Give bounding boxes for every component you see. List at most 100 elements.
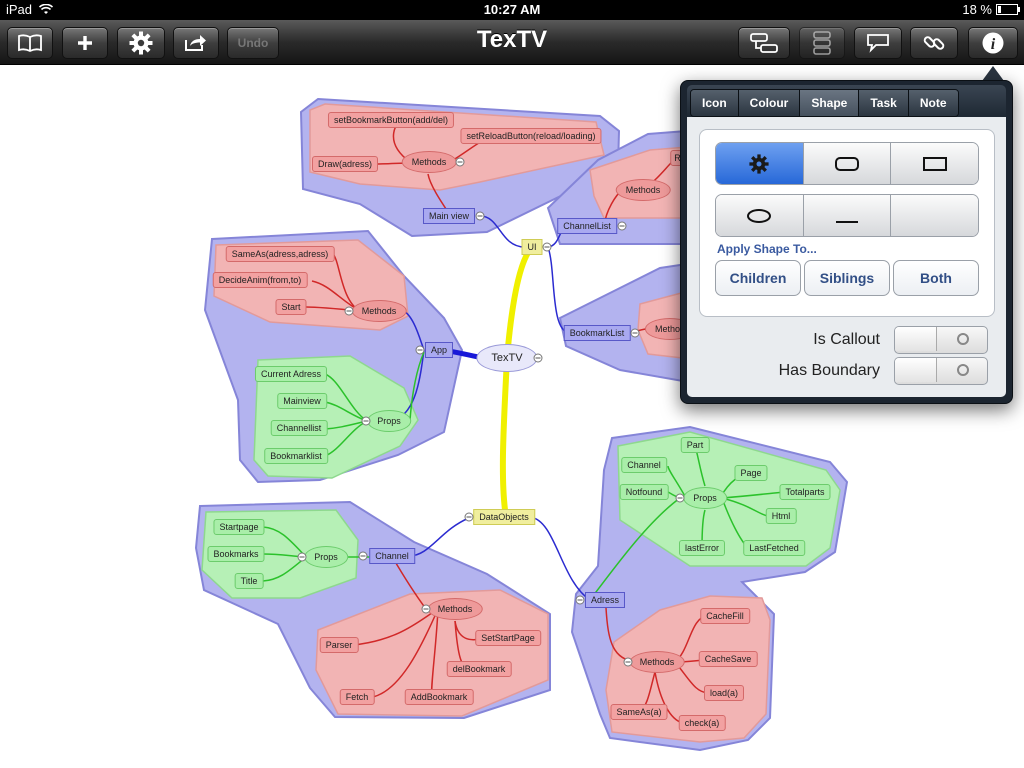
node-channel-props[interactable]: Props bbox=[304, 546, 348, 568]
share-icon bbox=[185, 35, 206, 51]
node-start[interactable]: Start bbox=[275, 299, 307, 315]
node-mainview[interactable]: Main view bbox=[422, 208, 476, 224]
node-sameas1[interactable]: SameAs(adress,adress) bbox=[225, 246, 335, 262]
collapse-toggle[interactable] bbox=[623, 657, 633, 667]
collapse-toggle[interactable] bbox=[297, 552, 307, 562]
popover-body: Apply Shape To... Children Siblings Both… bbox=[687, 117, 1006, 397]
apply-siblings-button[interactable]: Siblings bbox=[804, 260, 890, 296]
node-channellist[interactable]: ChannelList bbox=[557, 218, 617, 234]
node-mainview-methods[interactable]: Methods bbox=[401, 151, 457, 173]
collapse-toggle[interactable] bbox=[475, 211, 485, 221]
undo-button[interactable]: Undo bbox=[227, 27, 279, 59]
node-channel[interactable]: Channel bbox=[369, 548, 415, 564]
node-parser[interactable]: Parser bbox=[319, 637, 359, 653]
node-adress-props[interactable]: Props bbox=[683, 487, 727, 509]
share-button[interactable] bbox=[173, 27, 219, 59]
node-bookmarklist[interactable]: BookmarkList bbox=[563, 325, 631, 341]
collapse-toggle[interactable] bbox=[617, 221, 627, 231]
is-callout-row: Is Callout bbox=[687, 326, 988, 354]
node-check[interactable]: check(a) bbox=[678, 715, 726, 731]
node-channellist-prop[interactable]: Channellist bbox=[270, 420, 328, 436]
apply-children-button[interactable]: Children bbox=[715, 260, 801, 296]
node-load[interactable]: load(a) bbox=[703, 685, 745, 701]
has-boundary-row: Has Boundary bbox=[687, 357, 988, 385]
shape-gear-option[interactable] bbox=[716, 143, 804, 184]
tab-icon[interactable]: Icon bbox=[691, 90, 739, 116]
node-adress-methods[interactable]: Methods bbox=[629, 651, 685, 673]
node-lastfetched[interactable]: LastFetched bbox=[743, 540, 805, 556]
has-boundary-label: Has Boundary bbox=[778, 362, 880, 379]
node-fetch[interactable]: Fetch bbox=[339, 689, 375, 705]
collapse-toggle[interactable] bbox=[344, 306, 354, 316]
link-nodes-button[interactable] bbox=[738, 27, 790, 59]
callout-button[interactable] bbox=[854, 27, 902, 59]
node-channellist-methods[interactable]: Methods bbox=[615, 179, 671, 201]
is-callout-toggle[interactable] bbox=[894, 326, 988, 354]
node-setreload[interactable]: setReloadButton(reload/loading) bbox=[460, 128, 602, 144]
node-totalparts[interactable]: Totalparts bbox=[779, 484, 831, 500]
node-mainview-prop[interactable]: Mainview bbox=[277, 393, 327, 409]
popover-arrow bbox=[982, 66, 1004, 81]
node-channel-methods[interactable]: Methods bbox=[427, 598, 483, 620]
library-button[interactable] bbox=[7, 27, 53, 59]
collapse-toggle[interactable] bbox=[421, 604, 431, 614]
node-adress[interactable]: Adress bbox=[584, 592, 626, 608]
node-bookmarklist-prop[interactable]: Bookmarklist bbox=[264, 448, 328, 464]
node-addbookmark[interactable]: AddBookmark bbox=[404, 689, 474, 705]
node-cachefill[interactable]: CacheFill bbox=[700, 608, 750, 624]
collapse-toggle[interactable] bbox=[415, 345, 425, 355]
node-title[interactable]: Title bbox=[234, 573, 264, 589]
link-button[interactable] bbox=[910, 27, 958, 59]
mindmap-canvas[interactable]: TexTV UI App DataObjects Main view Metho… bbox=[0, 65, 1024, 768]
node-channel2[interactable]: Channel bbox=[621, 457, 667, 473]
node-delbookmark[interactable]: delBookmark bbox=[446, 661, 512, 677]
node-lasterror[interactable]: lastError bbox=[678, 540, 726, 556]
collapse-toggle[interactable] bbox=[533, 353, 543, 363]
node-page[interactable]: Page bbox=[734, 465, 768, 481]
relink-button[interactable] bbox=[799, 27, 845, 59]
collapse-toggle[interactable] bbox=[464, 512, 474, 522]
node-decideanim[interactable]: DecideAnim(from,to) bbox=[212, 272, 308, 288]
tab-shape[interactable]: Shape bbox=[800, 90, 860, 116]
link-nodes-icon bbox=[750, 33, 778, 53]
collapse-toggle[interactable] bbox=[630, 328, 640, 338]
node-dataobjects[interactable]: DataObjects bbox=[473, 509, 535, 525]
tab-colour[interactable]: Colour bbox=[738, 90, 801, 116]
collapse-toggle[interactable] bbox=[575, 595, 585, 605]
node-currentadress[interactable]: Current Adress bbox=[254, 366, 328, 382]
node-app[interactable]: App bbox=[424, 342, 454, 358]
collapse-toggle[interactable] bbox=[542, 242, 552, 252]
shape-ellipse-option[interactable] bbox=[716, 195, 804, 236]
node-app-props[interactable]: Props bbox=[367, 410, 411, 432]
tab-task[interactable]: Task bbox=[859, 90, 909, 116]
info-button[interactable]: i bbox=[968, 27, 1018, 59]
add-button[interactable] bbox=[62, 27, 108, 59]
collapse-toggle[interactable] bbox=[455, 157, 465, 167]
node-part[interactable]: Part bbox=[680, 437, 710, 453]
node-bookmarks[interactable]: Bookmarks bbox=[207, 546, 265, 562]
has-boundary-toggle[interactable] bbox=[894, 357, 988, 385]
settings-button[interactable] bbox=[117, 27, 165, 59]
shape-rect-option[interactable] bbox=[891, 143, 978, 184]
shape-none-option[interactable] bbox=[891, 195, 978, 236]
node-setbookmark[interactable]: setBookmarkButton(add/del) bbox=[327, 112, 455, 128]
ellipse-icon bbox=[747, 208, 772, 223]
node-ui[interactable]: UI bbox=[521, 239, 543, 255]
node-setstartpage[interactable]: SetStartPage bbox=[475, 630, 541, 646]
shape-grid bbox=[715, 142, 979, 246]
collapse-toggle[interactable] bbox=[358, 551, 368, 561]
root-node[interactable]: TexTV bbox=[476, 344, 538, 372]
apply-both-button[interactable]: Both bbox=[893, 260, 979, 296]
collapse-toggle[interactable] bbox=[361, 416, 371, 426]
collapse-toggle[interactable] bbox=[675, 493, 685, 503]
shape-underline-option[interactable] bbox=[803, 195, 892, 236]
tab-note[interactable]: Note bbox=[908, 90, 958, 116]
node-startpage[interactable]: Startpage bbox=[213, 519, 265, 535]
node-draw[interactable]: Draw(adress) bbox=[311, 156, 379, 172]
shape-rounded-rect-option[interactable] bbox=[803, 143, 892, 184]
node-notfound[interactable]: Notfound bbox=[619, 484, 669, 500]
node-app-methods[interactable]: Methods bbox=[351, 300, 407, 322]
node-cachesave[interactable]: CacheSave bbox=[698, 651, 758, 667]
node-html[interactable]: Html bbox=[765, 508, 797, 524]
node-sameas2[interactable]: SameAs(a) bbox=[610, 704, 668, 720]
